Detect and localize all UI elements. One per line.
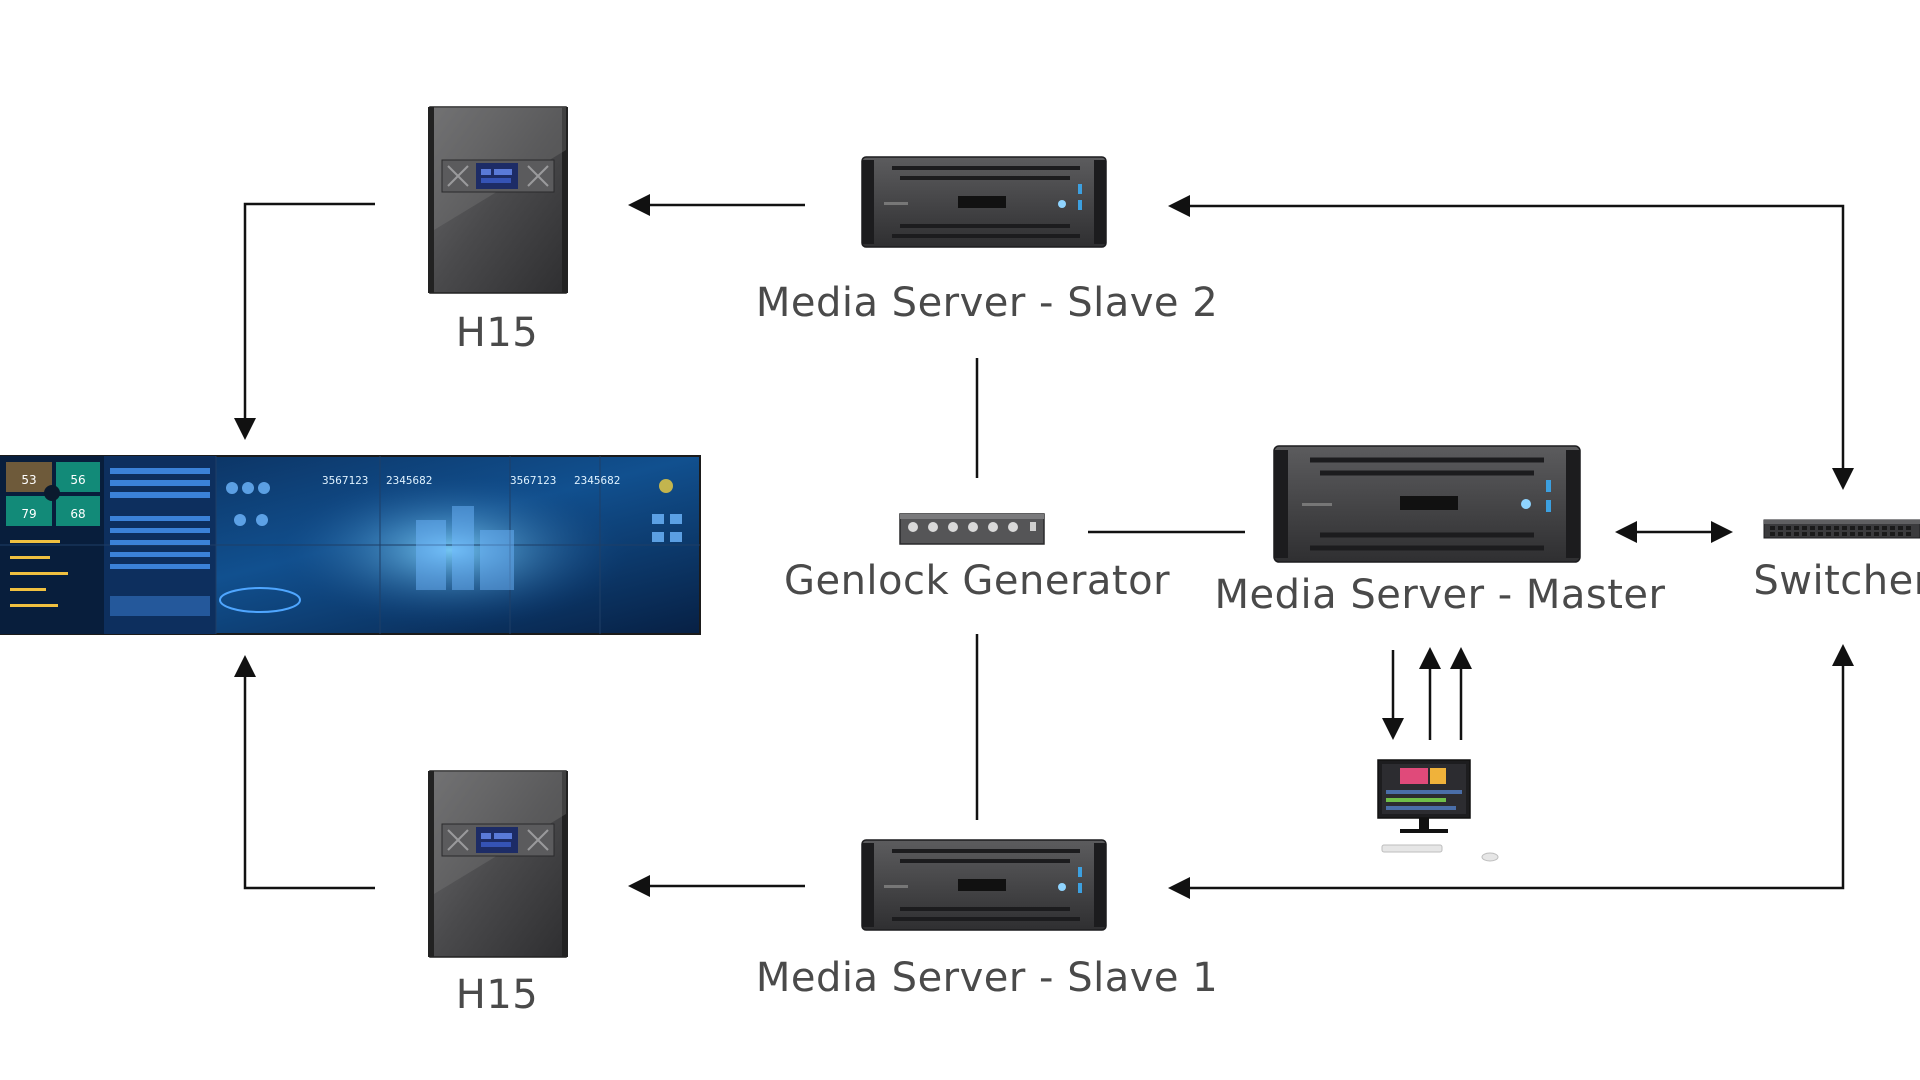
arrowhead — [1168, 877, 1190, 899]
tile-value: 79 — [21, 507, 36, 521]
edge-switcher-to-slave2 — [1168, 195, 1854, 490]
counter-value: 3567123 — [322, 474, 368, 487]
tile-value: 56 — [70, 473, 85, 487]
arrowhead — [234, 418, 256, 440]
genlock-generator-icon — [899, 513, 1045, 545]
media-server-master-icon — [1273, 445, 1581, 563]
media-server-slave1-label: Media Server - Slave 1 — [755, 955, 1219, 1001]
media-server-slave1-icon — [861, 839, 1107, 931]
edge-switcher-to-slave1 — [1168, 644, 1854, 899]
h15-processor-bottom-icon — [428, 770, 568, 958]
edge-master-to-switcher — [1615, 521, 1733, 543]
counter-value: 2345682 — [386, 474, 432, 487]
counter-value: 3567123 — [510, 474, 556, 487]
arrowhead — [1450, 647, 1472, 669]
arrowhead — [628, 194, 650, 216]
genlock-generator-label: Genlock Generator — [783, 558, 1171, 604]
media-server-slave2-icon — [861, 156, 1107, 248]
arrowhead — [628, 875, 650, 897]
edge-slave2-to-h15-top — [628, 194, 805, 216]
led-display-wall: 53 56 79 68 3567123 2345682 3567123 — [0, 455, 701, 635]
arrowhead — [1832, 644, 1854, 666]
tile-value: 68 — [70, 507, 85, 521]
switcher-label: Switcher — [1753, 558, 1920, 604]
h15-top-label: H15 — [455, 310, 539, 356]
arrowhead — [1711, 521, 1733, 543]
network-switch-icon — [1763, 519, 1920, 539]
edge-master-to-workstation — [1382, 647, 1472, 740]
edge-slave1-to-h15-bottom — [628, 875, 805, 897]
arrowhead — [1419, 647, 1441, 669]
counter-value: 2345682 — [574, 474, 620, 487]
operator-workstation-icon — [1377, 759, 1499, 862]
tile-value: 53 — [21, 473, 36, 487]
h15-processor-top-icon — [428, 106, 568, 294]
arrowhead — [1168, 195, 1190, 217]
edge-h15-top-to-display — [234, 202, 375, 440]
arrowhead — [234, 655, 256, 677]
media-server-master-label: Media Server - Master — [1214, 572, 1666, 618]
arrowhead — [1382, 718, 1404, 740]
edge-h15-bottom-to-display — [234, 655, 375, 890]
arrowhead — [1832, 468, 1854, 490]
h15-bottom-label: H15 — [455, 972, 539, 1018]
arrowhead — [1615, 521, 1637, 543]
status-tiles: 53 56 79 68 — [6, 462, 100, 526]
media-server-slave2-label: Media Server - Slave 2 — [755, 280, 1219, 326]
